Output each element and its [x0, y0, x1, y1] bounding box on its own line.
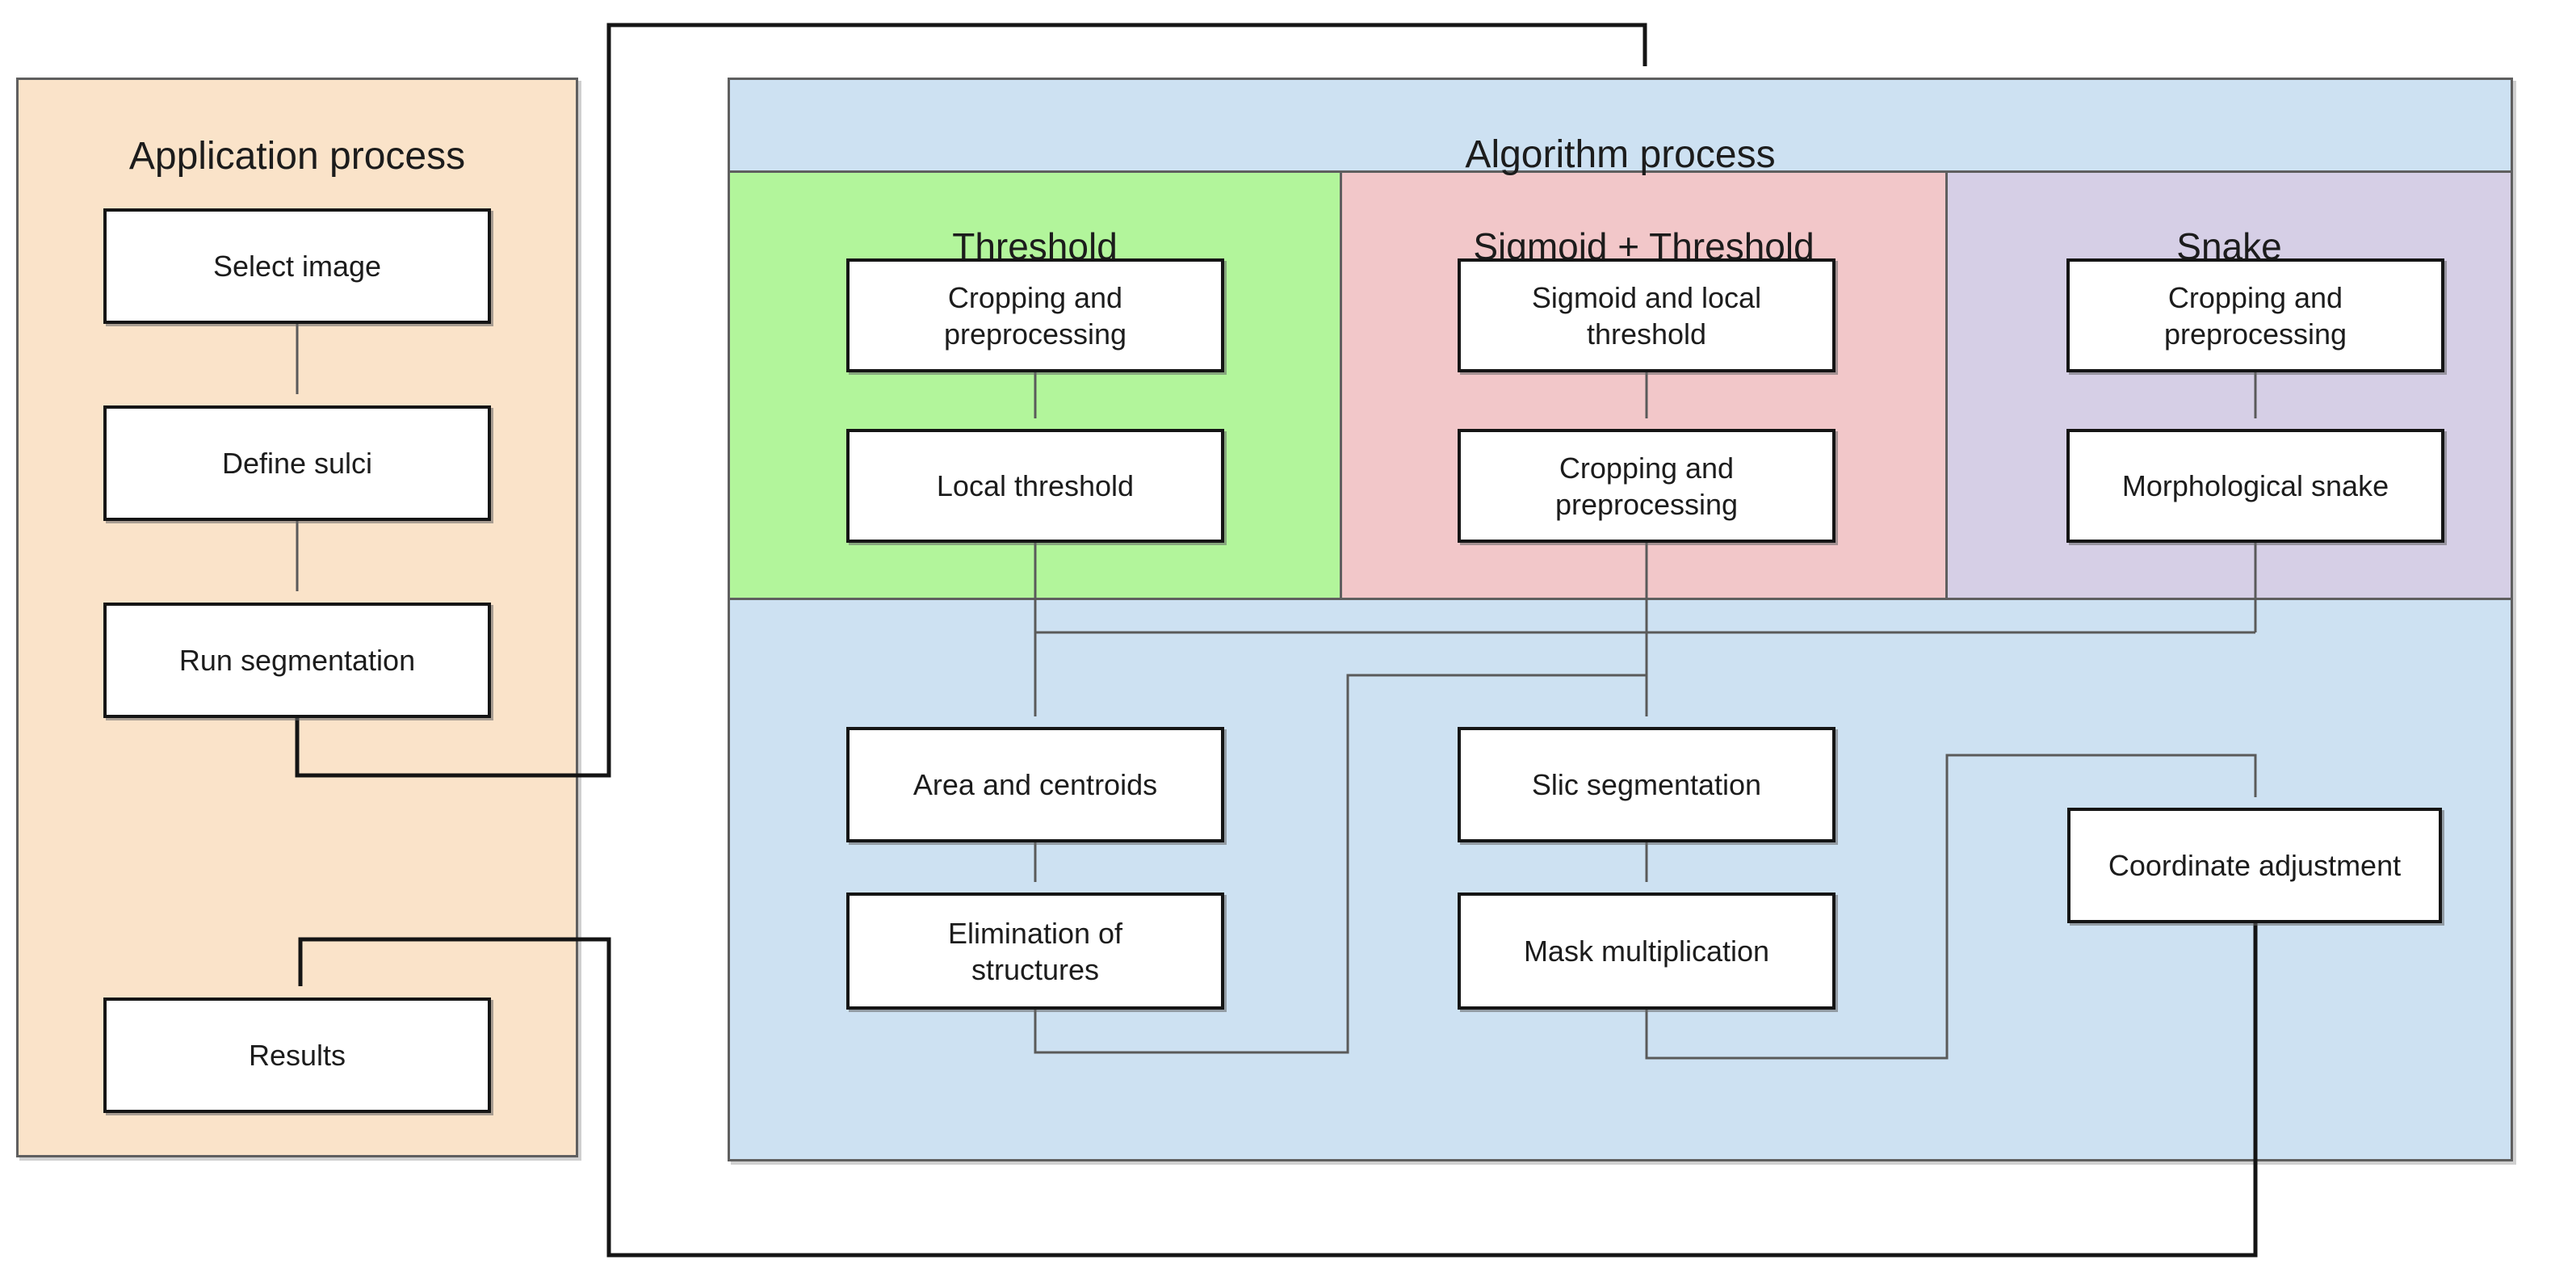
node-sigmoid-and-local-threshold: Sigmoid and local threshold — [1458, 258, 1836, 372]
node-elimination-of-structures: Elimination of structures — [846, 892, 1224, 1010]
node-coordinate-adjustment: Coordinate adjustment — [2067, 808, 2442, 923]
node-morphological-snake: Morphological snake — [2066, 429, 2444, 543]
node-threshold-cropping-preprocessing: Cropping and preprocessing — [846, 258, 1224, 372]
node-local-threshold: Local threshold — [846, 429, 1224, 543]
node-area-and-centroids: Area and centroids — [846, 727, 1224, 842]
algorithm-process-title: Algorithm process — [1465, 132, 1776, 176]
node-run-segmentation: Run segmentation — [103, 603, 491, 718]
node-snake-cropping-preprocessing: Cropping and preprocessing — [2066, 258, 2444, 372]
application-process-title: Application process — [128, 134, 466, 178]
node-sigmoid-cropping-preprocessing: Cropping and preprocessing — [1458, 429, 1836, 543]
node-define-sulci: Define sulci — [103, 405, 491, 521]
node-select-image: Select image — [103, 208, 491, 324]
node-results: Results — [103, 998, 491, 1113]
node-slic-segmentation: Slic segmentation — [1458, 727, 1836, 842]
node-mask-multiplication: Mask multiplication — [1458, 892, 1836, 1010]
